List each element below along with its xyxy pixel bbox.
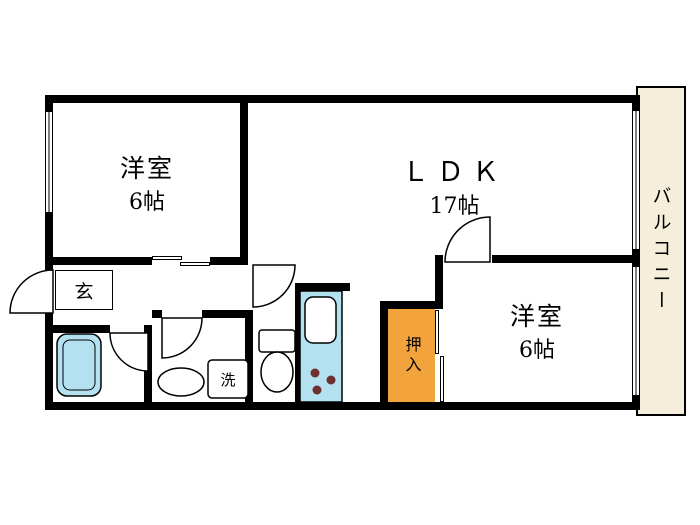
- toilet-door-swing-icon: [252, 264, 296, 308]
- balcony: バルコニー: [636, 86, 686, 416]
- closet: 押入: [388, 309, 435, 402]
- stove-burner-icon: [326, 375, 336, 385]
- wall: [45, 212, 53, 270]
- toilet-tank-icon: [258, 329, 296, 353]
- bedroom2-label: 洋室 6帖: [457, 300, 617, 368]
- wall: [380, 301, 443, 309]
- wall: [435, 255, 443, 309]
- stove-burner-icon: [310, 368, 320, 378]
- wall: [45, 325, 110, 333]
- entrance-area: 玄: [55, 270, 113, 310]
- bedroom1-size: 6帖: [129, 190, 165, 215]
- wall: [240, 95, 248, 265]
- ldk-size: 17帖: [429, 194, 480, 219]
- ldk-label: ＬＤＫ 17帖: [372, 156, 537, 224]
- bathtub-icon: [56, 333, 102, 397]
- sliding-door: [440, 356, 444, 402]
- wall: [45, 95, 53, 112]
- wall: [632, 395, 640, 410]
- window: [632, 267, 640, 395]
- wall: [45, 257, 152, 265]
- bedroom1-label: 洋室 6帖: [67, 152, 227, 220]
- wall: [492, 255, 640, 263]
- bathroom-door-swing-icon: [109, 332, 149, 372]
- balcony-label: バルコニー: [649, 186, 672, 316]
- sliding-door: [180, 262, 210, 266]
- wall: [202, 310, 253, 318]
- wall: [45, 95, 640, 103]
- wall: [144, 325, 152, 410]
- kitchen-sink-icon: [304, 296, 337, 344]
- ldk-name: ＬＤＫ: [402, 157, 507, 188]
- entrance-label: 玄: [74, 280, 94, 303]
- bedroom2-size: 6帖: [519, 338, 555, 363]
- sliding-door: [152, 256, 182, 260]
- closet-label: 押入: [402, 335, 422, 376]
- wall: [210, 257, 248, 265]
- wall: [45, 402, 640, 410]
- sliding-door: [435, 310, 439, 354]
- washbasin-icon: [157, 367, 205, 397]
- wall: [45, 313, 53, 410]
- wall: [632, 95, 640, 111]
- wall: [152, 310, 162, 318]
- window: [632, 111, 640, 249]
- entrance-door-swing-icon: [9, 269, 54, 314]
- window: [45, 112, 53, 212]
- toilet-bowl-icon: [260, 351, 294, 393]
- wall: [245, 318, 253, 402]
- kitchen-counter-icon: [299, 290, 343, 403]
- wall: [380, 301, 388, 410]
- bathtub-inner-icon: [62, 339, 96, 391]
- washroom-door-swing-icon: [161, 317, 203, 359]
- laundry-label: 洗: [220, 370, 236, 389]
- bedroom2-name: 洋室: [509, 302, 564, 331]
- wall: [295, 283, 350, 291]
- bedroom1-name: 洋室: [119, 154, 174, 183]
- stove-burner-icon: [312, 385, 322, 395]
- wall: [295, 283, 303, 410]
